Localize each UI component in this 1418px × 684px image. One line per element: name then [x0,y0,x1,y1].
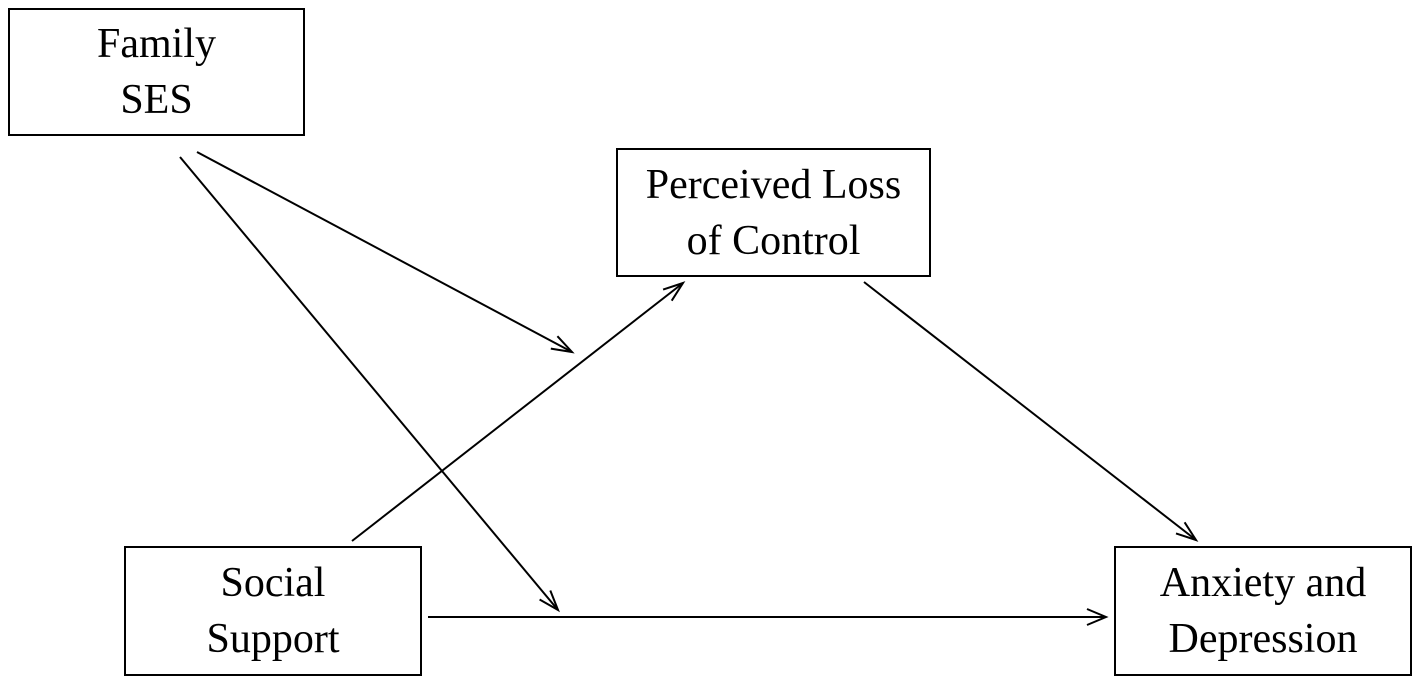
edge-social-support-to-anxiety [428,608,1109,626]
edge-perceived-loss-to-anxiety [863,281,1199,542]
node-label-line: Perceived Loss [645,161,902,208]
node-label-line: of Control [686,217,861,264]
arrowhead-icon [550,335,575,354]
arrowhead-icon [1086,608,1109,626]
node-social-support: Social Support [124,546,422,676]
node-perceived-loss-of-control: Perceived Loss of Control [616,148,931,277]
node-family-ses: Family SES [8,8,305,136]
node-label-line: SES [120,77,193,123]
arrowhead-icon [539,590,560,613]
node-label-line: Family [96,21,216,67]
node-label-line: Support [206,616,340,662]
edge-family-ses-to-path-a [196,151,575,354]
arrowhead-icon [662,281,686,302]
edge-social-support-to-perceived-loss [351,281,686,542]
node-label-line: Depression [1168,616,1358,662]
arrowhead-icon [1175,521,1199,542]
node-anxiety-and-depression: Anxiety and Depression [1114,546,1412,676]
node-label-line: Social [220,560,326,606]
edge-family-ses-to-path-c [179,156,560,613]
node-label-line: Anxiety and [1159,560,1367,606]
